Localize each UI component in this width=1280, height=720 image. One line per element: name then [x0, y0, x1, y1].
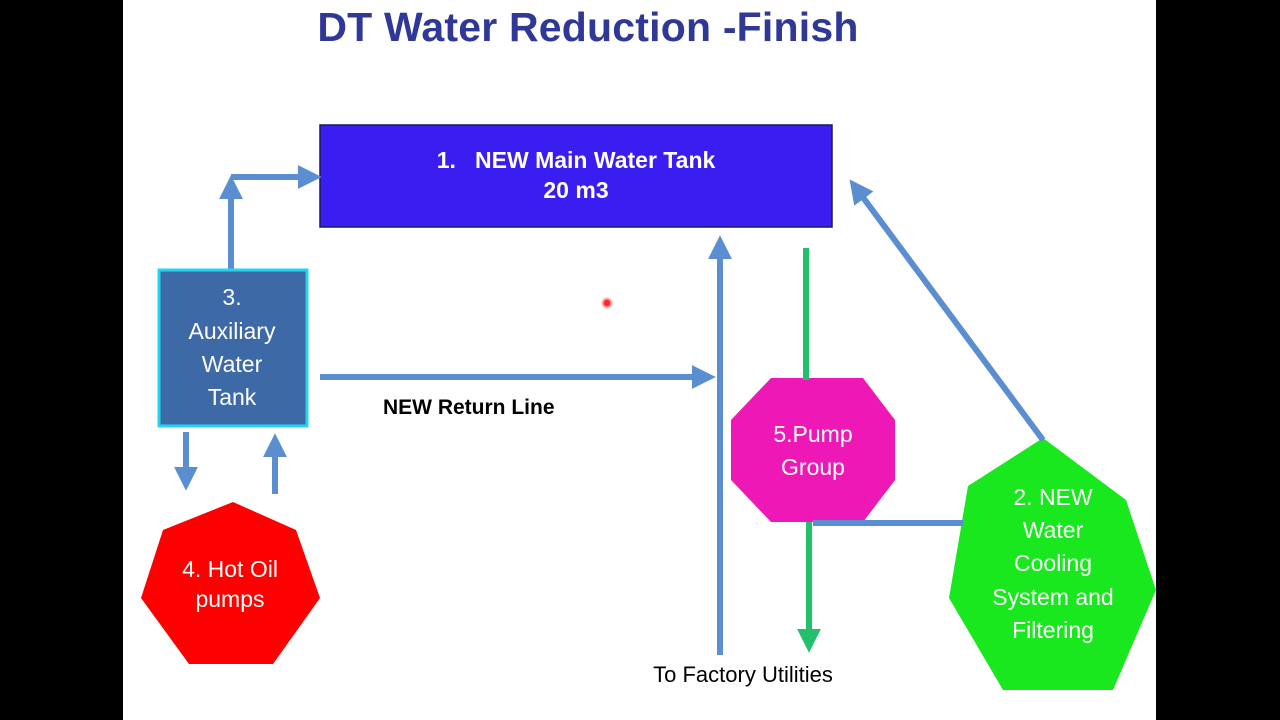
aux-tank-label-line: Auxiliary	[188, 317, 276, 344]
cooling-label-line: 2. NEW	[1013, 483, 1093, 510]
aux-tank-label: 3. Auxiliary Water Tank	[158, 272, 306, 424]
pointer-dot	[601, 297, 613, 309]
aux-tank-label-line: 3.	[222, 284, 242, 311]
aux-tank-label-line: Tank	[207, 384, 257, 411]
aux-tank-label-line: Water	[201, 351, 263, 377]
cooling-label-line: Filtering	[1012, 617, 1094, 644]
cooling-label-line: Cooling	[1014, 550, 1092, 577]
pump-group-label-line: 5.Pump	[773, 420, 853, 447]
hot-oil-label: 4. Hot Oil pumps	[140, 510, 320, 660]
cooling-to-tank-arrow	[849, 179, 1046, 442]
factory-utilities-label: To Factory Utilities	[653, 662, 833, 687]
flow-diagram	[141, 124, 1156, 690]
pump-group-label-line: Group	[781, 454, 845, 480]
cooling-label-line: Water	[1022, 516, 1084, 543]
pump-group-shape	[731, 378, 895, 522]
slide: DT Water Reduction -Finish	[123, 0, 1156, 720]
hot-oil-label-line: pumps	[195, 586, 265, 612]
hot-oil-label-line: 4. Hot Oil	[182, 556, 278, 583]
hot-oil-pumps-shape	[141, 502, 320, 664]
cooling-system-shape	[949, 438, 1156, 690]
return-line-label: NEW Return Line	[383, 396, 555, 419]
slide-title: DT Water Reduction -Finish	[317, 4, 859, 50]
main-tank-capacity: 20 m3	[543, 177, 609, 203]
cooling-label-line: System and	[992, 583, 1114, 610]
main-water-tank-box	[319, 124, 833, 228]
main-tank-label: 1. NEW Main Water Tank 20 m3	[320, 126, 832, 226]
cooling-system-label: 2. NEW Water Cooling System and Filterin…	[948, 438, 1156, 690]
auxiliary-water-tank-box	[157, 268, 309, 428]
main-tank-label-line: 1. NEW Main Water Tank	[436, 147, 716, 174]
pump-group-label: 5.Pump Group	[731, 378, 895, 524]
